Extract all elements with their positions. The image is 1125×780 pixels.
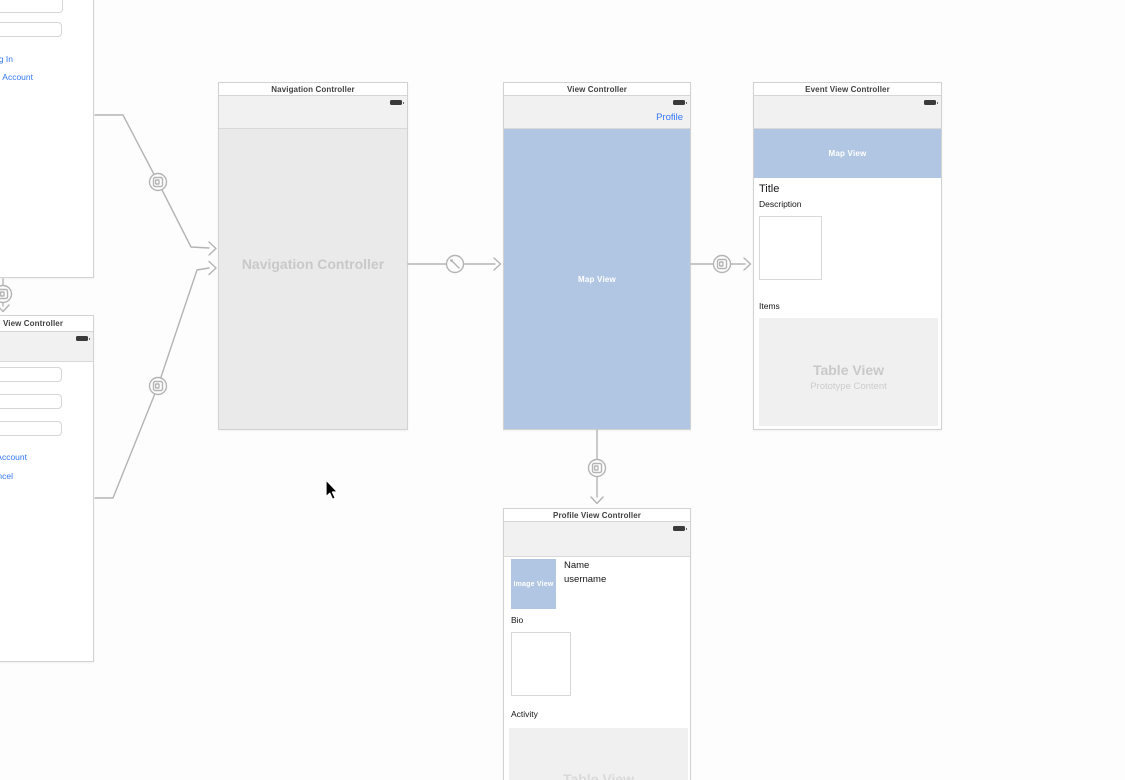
navigation-controller-watermark: Navigation Controller <box>241 256 385 272</box>
segue-view-to-profile[interactable] <box>587 429 607 505</box>
scene-content: Map View Title Description Items Table V… <box>754 129 941 429</box>
bio-label[interactable]: Bio <box>511 615 524 625</box>
cursor-icon <box>325 479 338 500</box>
map-view[interactable]: Map View <box>754 129 941 178</box>
segue-login-to-left-view[interactable] <box>0 278 13 313</box>
table-view-watermark: Table View <box>812 362 885 378</box>
battery-icon <box>673 526 687 531</box>
map-view-label: Map View <box>578 274 616 284</box>
text-field[interactable] <box>0 22 62 37</box>
scene-title-bar[interactable]: View Controller <box>504 83 690 96</box>
text-field[interactable] <box>0 367 62 382</box>
create-account-link[interactable]: n Account <box>0 72 33 82</box>
scene-title-bar[interactable]: Event View Controller <box>754 83 941 96</box>
segue-view-to-event[interactable] <box>690 254 752 274</box>
bio-text-view[interactable] <box>511 632 571 696</box>
create-account-link[interactable]: Account <box>0 452 27 462</box>
scene-title-bar[interactable]: View Controller <box>0 316 93 332</box>
battery-icon <box>76 336 90 341</box>
segue-navigation-root-relationship[interactable] <box>407 254 502 274</box>
scene-profile-view-controller[interactable]: Profile View Controller Image View Name … <box>503 508 691 780</box>
scene-content: Account ncel <box>0 362 93 661</box>
map-view[interactable]: Map View <box>504 129 690 429</box>
activity-label[interactable]: Activity <box>511 709 538 719</box>
items-table-view[interactable]: Table View Prototype Content <box>759 318 938 426</box>
items-label[interactable]: Items <box>759 301 780 311</box>
status-bar <box>504 522 690 557</box>
description-label[interactable]: Description <box>759 199 802 209</box>
nav-root-area[interactable]: Navigation Controller <box>219 129 407 429</box>
scene-left-view-controller[interactable]: View Controller Account ncel <box>0 315 94 662</box>
scene-title-bar[interactable]: Profile View Controller <box>504 509 690 522</box>
description-text-view[interactable] <box>759 216 822 280</box>
profile-image-view[interactable]: Image View <box>511 559 556 609</box>
status-bar <box>0 332 93 362</box>
scene-view-controller[interactable]: View Controller Profile Map View <box>503 82 691 430</box>
scene-navigation-controller[interactable]: Navigation Controller Navigation Control… <box>218 82 408 430</box>
segue-login-to-navigation[interactable] <box>94 114 217 256</box>
text-field[interactable] <box>0 421 62 436</box>
username-label[interactable]: username <box>564 574 607 585</box>
scene-login-partial[interactable]: g In n Account <box>0 0 94 278</box>
title-label[interactable]: Title <box>759 183 780 195</box>
cancel-link[interactable]: ncel <box>0 471 13 481</box>
segue-left-view-to-navigation[interactable] <box>94 260 217 499</box>
prototype-content-watermark: Prototype Content <box>810 381 887 392</box>
text-field[interactable] <box>0 0 63 13</box>
map-view-label: Map View <box>828 149 867 158</box>
battery-icon <box>924 100 938 105</box>
navigation-bar[interactable]: Profile <box>504 96 690 129</box>
scene-title-bar[interactable]: Navigation Controller <box>219 83 407 96</box>
name-label[interactable]: Name <box>564 560 590 571</box>
text-field[interactable] <box>0 394 62 409</box>
image-view-label: Image View <box>513 580 554 588</box>
status-bar <box>754 96 941 129</box>
log-in-link[interactable]: g In <box>0 54 13 64</box>
scene-event-view-controller[interactable]: Event View Controller Map View Title Des… <box>753 82 942 430</box>
scene-content: Image View Name username Bio Activity Ta… <box>504 557 690 780</box>
profile-bar-button[interactable]: Profile <box>656 112 683 123</box>
navigation-bar[interactable] <box>219 96 407 129</box>
battery-icon <box>673 100 687 105</box>
battery-icon <box>390 100 404 105</box>
table-view-watermark: Table View <box>562 771 635 780</box>
activity-table-view[interactable]: Table View <box>509 728 688 780</box>
